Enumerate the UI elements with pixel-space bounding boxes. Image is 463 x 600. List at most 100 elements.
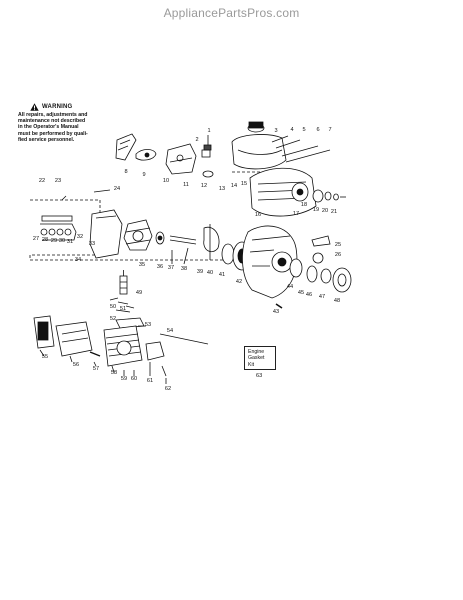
callout-47: 47 [319, 294, 325, 300]
callout-39: 39 [197, 269, 203, 275]
callout-2: 2 [195, 137, 198, 143]
callout-55: 55 [42, 354, 48, 360]
callout-15: 15 [241, 181, 247, 187]
part-44 [289, 258, 303, 278]
warning-title: WARNING [42, 103, 73, 110]
callout-13: 13 [219, 186, 225, 192]
callout-40: 40 [207, 270, 213, 276]
part-12 [201, 149, 211, 158]
callout-9: 9 [142, 172, 145, 178]
kit-line-3: Kit [248, 361, 255, 368]
callout-numbers: 1 2 3 4 5 6 7 8 9 10 11 12 13 14 15 16 1… [33, 127, 341, 392]
part-48-drum [332, 267, 352, 293]
part-49-spark-plug [119, 275, 128, 295]
callout-7: 7 [328, 127, 331, 133]
callout-37: 37 [168, 265, 174, 271]
callout-27: 27 [33, 236, 39, 242]
part-61 [145, 341, 165, 361]
part-11-throttle-housing [165, 143, 197, 175]
callout-14: 14 [231, 183, 237, 189]
kit-line-1: Engine [248, 349, 265, 355]
part-40 [221, 243, 235, 265]
callout-36: 36 [157, 264, 163, 270]
part-42-engine-housing [242, 225, 298, 299]
engine-gasket-kit-box: Engine Gasket Kit [244, 346, 276, 370]
callout-62: 62 [165, 386, 171, 392]
callout-21: 21 [331, 209, 337, 215]
part-56 [55, 321, 93, 357]
callout-38: 38 [181, 266, 187, 272]
warning-triangle-icon [30, 103, 39, 111]
callout-22: 22 [39, 178, 45, 184]
callout-51: 51 [120, 306, 126, 312]
part-19 [324, 191, 332, 201]
callout-59: 59 [121, 376, 127, 382]
part-18 [312, 189, 324, 203]
callout-44: 44 [287, 284, 293, 290]
callout-23: 23 [55, 178, 61, 184]
warning-line-5: fied service personnel. [18, 136, 75, 143]
part-46 [306, 265, 318, 283]
callout-18: 18 [301, 202, 307, 208]
part-14-fuel-tank [231, 134, 287, 170]
callout-52: 52 [110, 316, 116, 322]
callout-11: 11 [183, 182, 189, 188]
callout-32: 32 [77, 234, 83, 240]
callout-53: 53 [145, 322, 151, 328]
callout-20: 20 [322, 208, 328, 214]
callout-12: 12 [201, 183, 207, 189]
callout-30: 30 [59, 238, 65, 244]
callout-58: 58 [111, 370, 117, 376]
callout-25: 25 [335, 242, 341, 248]
callout-8: 8 [124, 169, 127, 175]
callout-42: 42 [236, 279, 242, 285]
part-26 [312, 252, 324, 264]
part-35-carburetor [123, 219, 153, 251]
callout-28: 28 [42, 237, 48, 243]
callout-17: 17 [293, 211, 299, 217]
callout-16: 16 [255, 212, 261, 218]
callout-31: 31 [67, 239, 73, 245]
warning-line-2: maintenance not described [18, 118, 86, 125]
callout-3: 3 [274, 128, 277, 134]
site-header[interactable]: AppliancePartsPros.com [163, 6, 300, 20]
callout-10: 10 [163, 178, 169, 184]
callout-29: 29 [51, 238, 57, 244]
callout-54: 54 [167, 328, 173, 334]
callout-63: 63 [256, 373, 263, 379]
callout-48: 48 [334, 298, 340, 304]
group-frame-bottom [29, 255, 230, 261]
callout-6: 6 [316, 127, 319, 133]
callout-50: 50 [110, 304, 116, 310]
callout-57: 57 [93, 366, 99, 372]
callout-34: 34 [75, 257, 81, 263]
callout-33: 33 [89, 241, 95, 247]
warning-heading: WARNING [30, 103, 110, 111]
part-22-bracket [41, 215, 73, 222]
callout-45: 45 [298, 290, 304, 296]
callout-41: 41 [219, 272, 225, 278]
callout-56: 56 [73, 362, 79, 368]
callout-5: 5 [302, 127, 305, 133]
callout-43: 43 [273, 309, 279, 315]
part-20 [333, 193, 339, 201]
part-39 [203, 226, 220, 253]
callout-35: 35 [139, 262, 145, 268]
warning-line-4: must be performed by quali- [18, 130, 88, 137]
part-33-filter-cover [89, 209, 123, 259]
part-13 [202, 170, 214, 178]
callout-60: 60 [131, 376, 137, 382]
callout-26: 26 [335, 252, 341, 258]
callout-49: 49 [136, 290, 142, 296]
callout-24: 24 [114, 186, 120, 192]
warning-line-3: in the Operator's Manual [18, 124, 79, 131]
part-16-fan-housing [249, 167, 317, 217]
warning-line-1: All repairs, adjustments and [18, 112, 88, 118]
callout-46: 46 [306, 292, 312, 298]
callout-61: 61 [147, 378, 153, 384]
part-25 [311, 235, 331, 247]
callout-1: 1 [207, 128, 210, 134]
kit-line-2: Gasket [248, 355, 265, 362]
callout-19: 19 [313, 207, 319, 213]
